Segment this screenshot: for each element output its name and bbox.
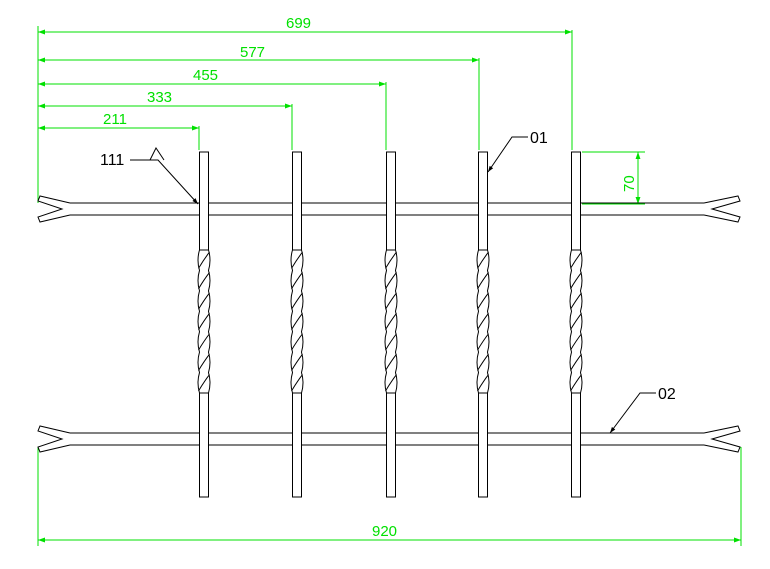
thread-line	[477, 313, 489, 330]
dim-text-699: 699	[286, 15, 311, 32]
dim-text-333: 333	[147, 89, 172, 106]
rod-lower-segment	[386, 392, 396, 498]
vertical-rods	[197, 151, 583, 498]
thread-line	[570, 374, 582, 392]
weld-symbol	[149, 147, 165, 161]
thread-line	[570, 272, 582, 290]
thread-line	[291, 333, 303, 351]
thread-line	[291, 353, 303, 371]
rod-lower-segment	[199, 392, 209, 498]
thread-line	[385, 251, 397, 269]
twist-outline-right	[207, 249, 211, 394]
thread-line	[477, 353, 489, 371]
rod-lower-segment	[571, 392, 581, 498]
thread-line	[198, 292, 210, 310]
vertical-rod	[197, 151, 211, 498]
twist-outline-left	[290, 249, 294, 394]
vertical-rod	[476, 151, 490, 498]
thread-line	[385, 353, 397, 371]
twist-outline-left	[384, 249, 388, 394]
thread-line	[570, 251, 582, 269]
thread-line	[291, 292, 303, 310]
rod-lower-segment	[478, 392, 488, 498]
rod-upper-segment	[199, 151, 209, 251]
dimension-text-group: 211 333 455 577 699 920 70	[103, 15, 638, 540]
thread-line	[570, 313, 582, 330]
thread-line	[477, 272, 489, 290]
dim-text-70: 70	[621, 175, 638, 192]
thread-line	[477, 292, 489, 310]
thread-line	[198, 353, 210, 371]
thread-line	[385, 272, 397, 290]
thread-line	[385, 374, 397, 392]
label-02: 02	[658, 386, 676, 403]
thread-line	[198, 313, 210, 330]
thread-line	[291, 251, 303, 269]
dim-text-920: 920	[372, 523, 397, 540]
fork-end-right-bottom	[703, 425, 741, 453]
twist-outline-left	[476, 249, 480, 394]
thread-line	[570, 292, 582, 310]
vertical-rod	[290, 151, 304, 498]
leader-02	[609, 392, 656, 434]
thread-line	[477, 333, 489, 351]
twist-outline-right	[486, 249, 490, 394]
rod-upper-segment	[478, 151, 488, 251]
twist-outline-left	[569, 249, 573, 394]
twist-outline-right	[579, 249, 583, 394]
thread-line	[198, 251, 210, 269]
vertical-rod	[569, 151, 583, 498]
fork-end-right-top	[703, 195, 741, 223]
fork-end-left-bottom	[37, 425, 71, 453]
dim-text-577: 577	[240, 44, 265, 61]
label-01: 01	[530, 130, 548, 147]
thread-line	[570, 333, 582, 351]
fork-end-left-top	[37, 195, 71, 223]
thread-line	[477, 374, 489, 392]
rod-upper-segment	[292, 151, 302, 251]
vertical-rod	[384, 151, 398, 498]
thread-line	[291, 313, 303, 330]
thread-line	[291, 374, 303, 392]
thread-line	[291, 272, 303, 290]
twist-outline-right	[394, 249, 398, 394]
thread-line	[198, 333, 210, 351]
twist-outline-right	[300, 249, 304, 394]
twist-outline-left	[197, 249, 201, 394]
thread-line	[198, 374, 210, 392]
thread-line	[570, 353, 582, 371]
rod-upper-segment	[571, 151, 581, 251]
dimension-group	[37, 26, 742, 546]
rod-lower-segment	[292, 392, 302, 498]
thread-line	[385, 313, 397, 330]
thread-line	[198, 272, 210, 290]
dim-text-455: 455	[193, 67, 218, 84]
leader-01	[487, 136, 528, 173]
rod-upper-segment	[386, 151, 396, 251]
thread-line	[385, 333, 397, 351]
label-111: 111	[100, 152, 124, 169]
thread-line	[385, 292, 397, 310]
leader-111	[130, 147, 199, 205]
thread-line	[477, 251, 489, 269]
dim-text-211: 211	[103, 111, 127, 128]
